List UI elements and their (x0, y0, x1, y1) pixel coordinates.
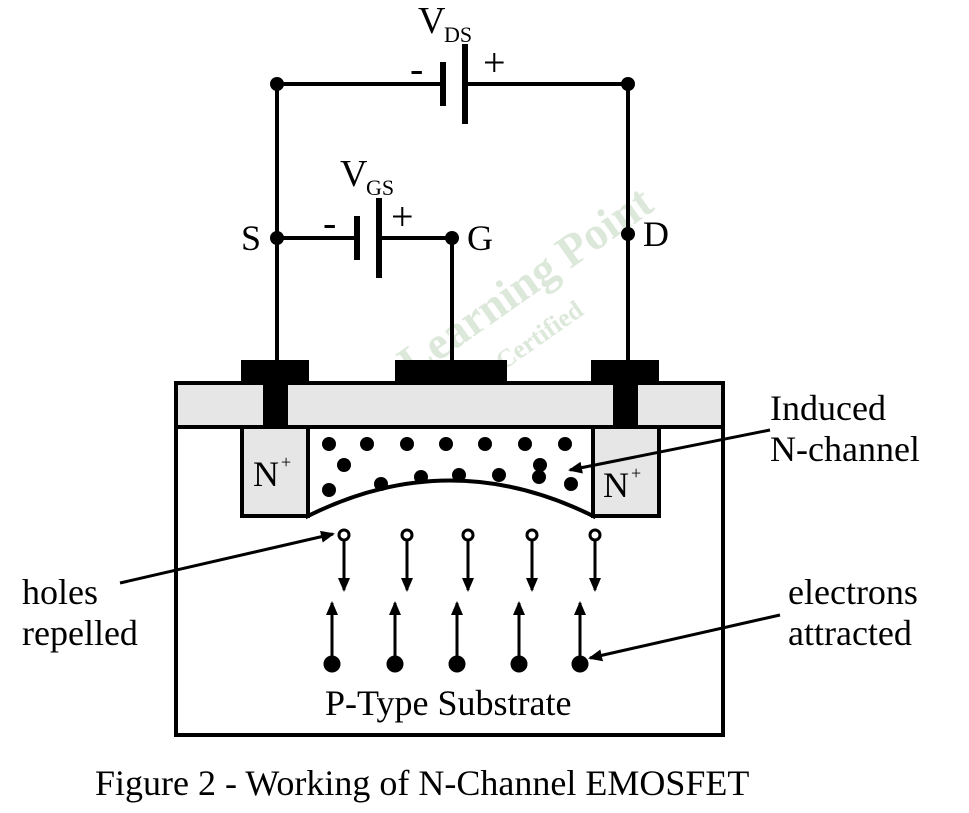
holes-label-line1: holes (22, 572, 98, 612)
vgs-battery (354, 198, 382, 278)
circuit-wires (275, 82, 630, 360)
terminal-nodes (270, 77, 635, 245)
vds-minus: - (410, 46, 423, 91)
figure-caption: Figure 2 - Working of N-Channel EMOSFET (95, 763, 749, 803)
source-via (263, 383, 288, 427)
gate-label: G (467, 218, 493, 258)
vds-label: V (418, 0, 446, 42)
drain-via (613, 383, 638, 427)
vgs-minus: - (323, 200, 336, 245)
gate-metal-contact (395, 360, 507, 383)
n-plus-drain-label: N (603, 465, 629, 505)
drain-label: D (643, 214, 669, 254)
holes-label-line2: repelled (22, 613, 138, 653)
vds-subscript: DS (444, 22, 472, 47)
induced-label-line2: N-channel (770, 429, 920, 469)
vgs-label: V (340, 153, 368, 195)
vds-battery (440, 44, 468, 124)
vds-plus: + (483, 40, 506, 85)
electrons-label-line2: attracted (788, 613, 912, 653)
substrate-label: P-Type Substrate (325, 683, 571, 723)
source-metal-contact (241, 360, 309, 383)
vgs-subscript: GS (366, 175, 394, 200)
channel-electrons (322, 437, 578, 497)
attracted-electrons (323, 601, 589, 673)
n-plus-source-label: N (253, 454, 279, 494)
oxide-layer (174, 381, 725, 429)
electrons-label-line1: electrons (788, 572, 918, 612)
n-plus-source-superscript: + (281, 452, 291, 472)
annotation-arrows (119, 428, 781, 662)
induced-label-line1: Induced (770, 388, 886, 428)
n-plus-drain-region (591, 425, 661, 518)
drain-metal-contact (591, 360, 659, 383)
n-plus-drain-superscript: + (631, 463, 641, 483)
repelled-holes (337, 528, 602, 592)
source-label: S (241, 218, 261, 258)
vgs-plus: + (391, 194, 414, 239)
